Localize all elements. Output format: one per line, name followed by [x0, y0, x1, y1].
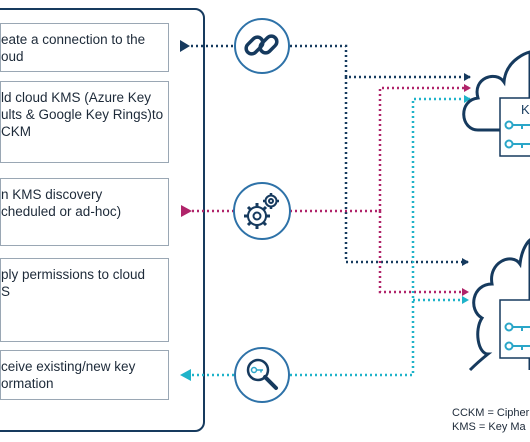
- navy-connection-lines: [191, 44, 471, 266]
- gears-icon: [233, 182, 291, 240]
- panel-arrows: [180, 40, 192, 381]
- step-create-connection-text: eate a connection to the oud: [1, 32, 146, 64]
- arrow-icon-to-panel: [180, 369, 191, 381]
- link-icon: [234, 18, 290, 74]
- steps-panel: eate a connection to the oud ld cloud KM…: [0, 8, 205, 432]
- key-icon: [504, 120, 530, 130]
- step-add-cloud-kms: ld cloud KMS (Azure Key ults & Google Ke…: [0, 81, 169, 163]
- step-run-kms-discovery: n KMS discovery cheduled or ad-hoc): [0, 178, 169, 246]
- key-search-icon: [234, 347, 290, 403]
- step-apply-permissions: ply permissions to cloud S: [0, 258, 169, 342]
- magenta-connection-lines: [192, 84, 471, 296]
- legend: CCKM = Cipher KMS = Key Ma: [452, 406, 530, 442]
- legend-kms: KMS = Key Ma: [452, 421, 526, 433]
- legend-cckm: CCKM = Cipher: [452, 407, 530, 419]
- arrow-panel-to-link: [180, 40, 190, 52]
- cloud-top-label: K: [521, 102, 530, 117]
- magenta-line-gears-clouds: [290, 84, 471, 213]
- key-icon: [504, 139, 530, 149]
- step-receive-key-info-text: ceive existing/new key ormation: [1, 359, 136, 391]
- key-icon: [504, 341, 530, 351]
- cyan-connection-lines: [192, 95, 471, 377]
- cloud-bottom: [468, 238, 530, 372]
- step-apply-permissions-text: ply permissions to cloud S: [1, 267, 146, 299]
- arrow-panel-to-gears: [181, 205, 192, 217]
- key-icon: [504, 322, 530, 332]
- cloud-bottom-kms-box: [499, 299, 530, 359]
- step-run-kms-discovery-text: n KMS discovery cheduled or ad-hoc): [1, 187, 122, 219]
- cloud-top: [462, 50, 530, 157]
- magenta-line-gears-cloud-bottom: [378, 211, 469, 296]
- step-create-connection: eate a connection to the oud: [0, 23, 169, 72]
- navy-line-link-cloud-top: [290, 44, 471, 81]
- step-receive-key-info: ceive existing/new key ormation: [0, 350, 169, 400]
- navy-line-link-cloud-bottom: [344, 77, 469, 266]
- step-add-cloud-kms-text: ld cloud KMS (Azure Key ults & Google Ke…: [1, 90, 164, 139]
- cyan-line-search-cloud-top: [290, 95, 471, 377]
